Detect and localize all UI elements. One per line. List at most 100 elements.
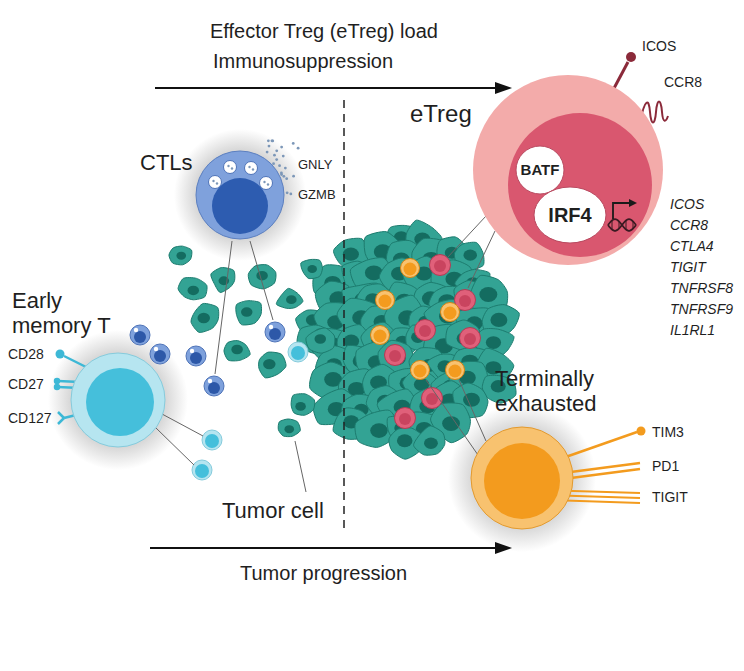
etreg-cell: [460, 328, 481, 349]
tumor-cell: [178, 278, 207, 300]
cell-nucleus: [86, 368, 154, 436]
granule: [154, 347, 158, 351]
cell-heading: eTreg: [410, 100, 472, 128]
gene-name: TNFRSF8: [670, 280, 733, 296]
granule-dot: [263, 181, 265, 183]
figure-label: TIM3: [652, 424, 684, 440]
ctl-cell: [130, 325, 150, 345]
figure-label: GNLY: [298, 158, 332, 173]
leader-line: [156, 428, 194, 465]
exhausted-cell: [401, 259, 420, 278]
cell-nucleus: [379, 295, 392, 308]
etreg-cell: [395, 408, 416, 429]
tumor-cell: [191, 303, 219, 332]
cell-heading: CTLs: [140, 150, 193, 175]
cell-nucleus: [404, 263, 417, 276]
memory-cell: Early memory T: [70, 352, 166, 448]
leader-line: [250, 241, 273, 320]
etreg-cell: [415, 320, 436, 341]
granule-dot: [297, 147, 300, 150]
cell-membrane: [196, 151, 284, 239]
figure-label: Tumor cell: [222, 498, 324, 523]
figure-label: GZMB: [298, 188, 336, 203]
gene-name: TIGIT: [670, 259, 706, 275]
granule-dot: [271, 139, 274, 142]
leader-line: [295, 441, 306, 492]
leader-line: [459, 380, 486, 441]
granule-dot: [292, 175, 295, 178]
factor-ellipse: IRF4: [534, 187, 606, 243]
granule-dot: [248, 166, 250, 168]
granule-dot: [266, 151, 269, 154]
tumor-cell: [224, 341, 250, 361]
icos-receptor: [612, 52, 636, 92]
granule: [224, 161, 237, 174]
cell-nucleus: [464, 333, 476, 345]
granule-dot: [271, 140, 274, 143]
granule: [269, 325, 273, 329]
tumor-cell: [259, 352, 286, 378]
granule-dot: [282, 175, 285, 178]
cell-halo: [48, 330, 188, 470]
cell-nucleus: [479, 287, 497, 302]
transcription-arrow: [613, 203, 631, 219]
tumor-cells: [130, 139, 519, 480]
cell-nucleus: [307, 265, 317, 273]
memory-cell: [288, 342, 308, 362]
dna-rung: [626, 221, 627, 229]
granule-dot: [280, 173, 283, 176]
figure-label: CD127: [8, 410, 52, 426]
gene-name: ICOS: [670, 196, 704, 212]
exhausted-cell: [371, 326, 390, 345]
cell-heading: Terminally exhausted: [495, 366, 645, 417]
cell-nucleus: [286, 295, 297, 304]
granule-dot: [289, 192, 292, 195]
cell-nucleus: [205, 434, 219, 448]
cell-nucleus: [315, 334, 327, 344]
dna-strand: [608, 219, 636, 231]
cell-nucleus: [463, 249, 477, 260]
dna-rung: [619, 221, 620, 229]
granule: [245, 162, 258, 175]
tumor-cell: [291, 394, 315, 416]
etreg-cell: [422, 388, 443, 409]
cell-nucleus: [434, 260, 446, 272]
tumor-cell: [301, 259, 323, 278]
tumor-cell: [278, 419, 300, 437]
leader-line: [215, 241, 232, 374]
granule-dot: [212, 180, 214, 182]
figure-label: Immunosuppression: [213, 50, 393, 73]
granule-dot: [231, 167, 233, 169]
cell-nucleus: [291, 346, 305, 360]
granule-dot: [267, 183, 269, 185]
cell-nucleus: [284, 425, 294, 433]
memory-cell: [202, 430, 222, 450]
figure-label: Tumor progression: [240, 562, 407, 585]
cell-nucleus: [370, 423, 388, 438]
granule-dot: [275, 149, 278, 152]
cell-membrane: [71, 353, 165, 447]
memory-cell: [192, 460, 212, 480]
tumor-cell: [169, 246, 192, 265]
figure-label: PD1: [652, 458, 679, 474]
cell-nucleus: [231, 345, 243, 355]
cell-shape: [70, 352, 166, 448]
granule-dot: [282, 155, 285, 158]
trend-arrow: [155, 87, 498, 89]
cell-nucleus: [190, 352, 202, 364]
granule: [260, 177, 273, 190]
arrow-head: [629, 199, 637, 207]
cell-nucleus: [424, 437, 438, 449]
granule-dot: [273, 154, 276, 157]
granule: [190, 349, 194, 353]
granule-dot: [278, 164, 281, 167]
cell-nucleus: [134, 331, 146, 343]
cell-nucleus: [486, 336, 501, 349]
cell-nucleus: [484, 443, 560, 519]
tumor-cell: [211, 268, 235, 293]
cell-nucleus: [195, 464, 209, 478]
granule: [134, 328, 138, 332]
gene-name: TNFRSF9: [670, 301, 733, 317]
etreg-cell: eTregBATFIRF4: [473, 75, 663, 265]
ctl-cell: CTLs: [195, 150, 285, 240]
